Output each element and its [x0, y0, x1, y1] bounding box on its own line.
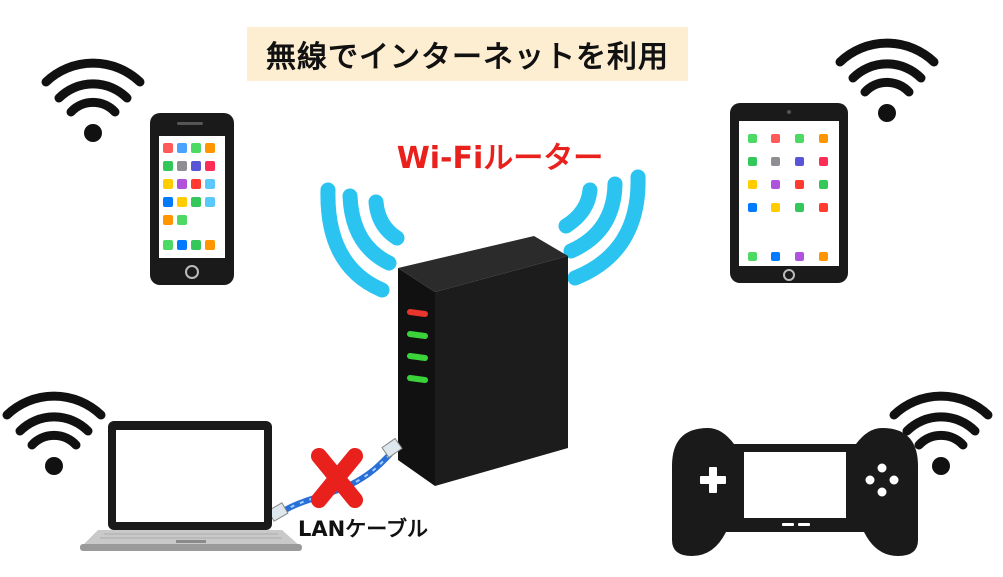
cross-icon — [311, 448, 363, 508]
diagram-title: 無線でインターネットを利用 — [266, 40, 669, 75]
router-led-red — [407, 309, 428, 317]
router-icon — [398, 236, 568, 486]
laptop-icon — [80, 421, 302, 551]
wifi-icon — [835, 38, 939, 122]
router-wave-left-icon — [320, 182, 405, 298]
lan-cable-label: LANケーブル — [298, 517, 428, 541]
wifi-icon — [2, 391, 106, 475]
wifi-icon — [41, 58, 145, 142]
game-controller-icon — [672, 428, 918, 556]
title-box: 無線でインターネットを利用 — [247, 27, 688, 81]
smartphone-icon — [150, 113, 234, 285]
tablet-icon — [730, 103, 848, 283]
app-icons — [163, 143, 215, 250]
app-icons — [748, 134, 828, 261]
router-wave-right-icon — [558, 169, 646, 286]
router-label: Wi-Fiルーター — [396, 141, 604, 176]
router-led-green — [407, 331, 428, 383]
wifi-icon — [889, 391, 993, 475]
